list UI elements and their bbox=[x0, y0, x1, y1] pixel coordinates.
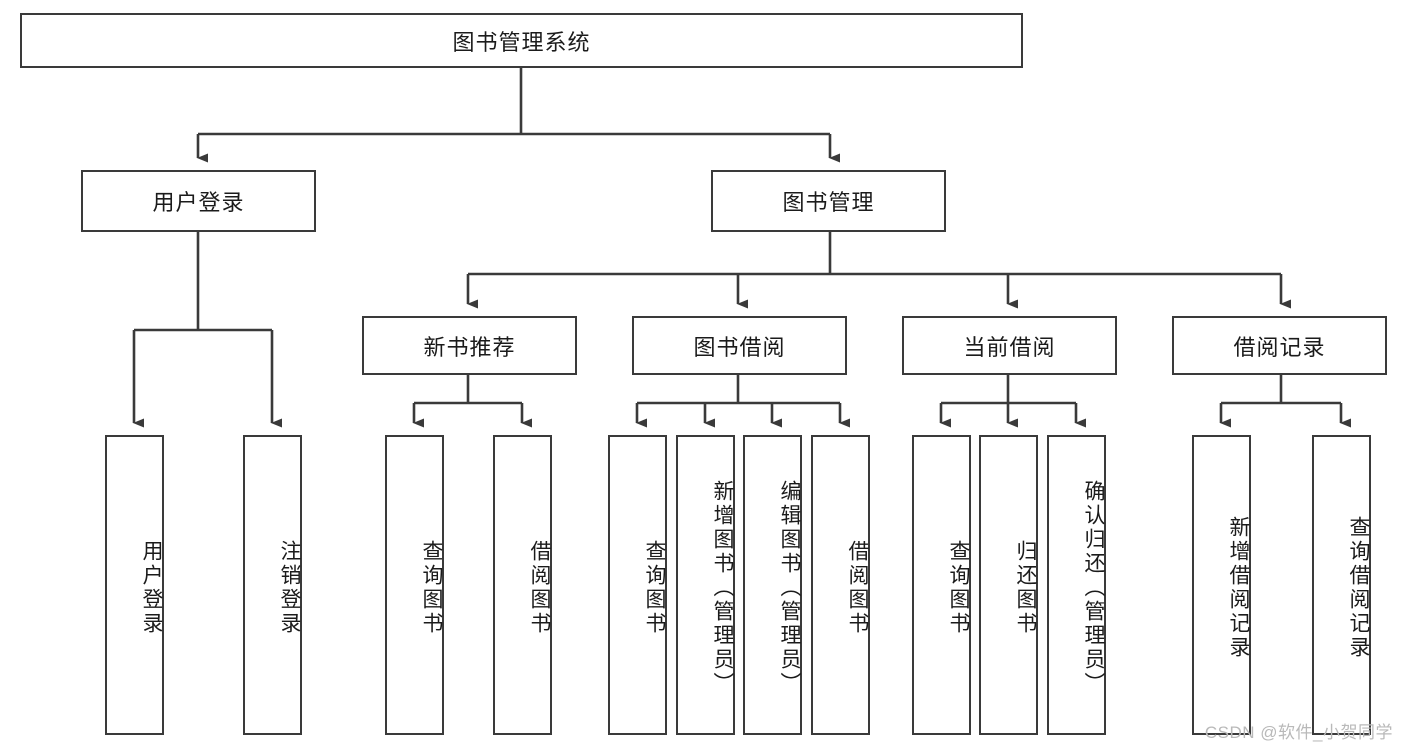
node-book-management[interactable]: 图书管理 bbox=[711, 170, 946, 232]
leaf-query-book-current[interactable]: 查询图书 bbox=[912, 435, 971, 735]
node-label: 图书管理 bbox=[782, 190, 875, 215]
node-label: 查询图书 bbox=[643, 540, 666, 636]
node-label: 用户登录 bbox=[140, 540, 163, 636]
node-root-system[interactable]: 图书管理系统 bbox=[20, 13, 1023, 68]
node-label: 借阅记录 bbox=[1233, 334, 1326, 360]
leaf-return-book[interactable]: 归还图书 bbox=[979, 435, 1038, 735]
leaf-add-borrow-record[interactable]: 新增借阅记录 bbox=[1192, 435, 1251, 735]
leaf-borrow-book[interactable]: 借阅图书 bbox=[811, 435, 870, 735]
node-borrow-record[interactable]: 借阅记录 bbox=[1172, 316, 1387, 375]
leaf-logout[interactable]: 注销登录 bbox=[243, 435, 302, 735]
leaf-query-borrow-record[interactable]: 查询借阅记录 bbox=[1312, 435, 1371, 735]
leaf-add-book-admin[interactable]: 新增图书（管理员） bbox=[676, 435, 735, 735]
node-label: 图书借阅 bbox=[693, 334, 786, 360]
leaf-edit-book-admin[interactable]: 编辑图书（管理员） bbox=[743, 435, 802, 735]
leaf-query-book-recommend[interactable]: 查询图书 bbox=[385, 435, 444, 735]
node-current-borrow[interactable]: 当前借阅 bbox=[902, 316, 1117, 375]
node-label: 新增图书（管理员） bbox=[711, 480, 734, 696]
leaf-confirm-return-admin[interactable]: 确认归还（管理员） bbox=[1047, 435, 1106, 735]
node-label: 编辑图书（管理员） bbox=[778, 480, 801, 696]
node-label: 查询图书 bbox=[947, 540, 970, 636]
leaf-borrow-book-recommend[interactable]: 借阅图书 bbox=[493, 435, 552, 735]
node-label: 归还图书 bbox=[1014, 540, 1037, 636]
node-label: 借阅图书 bbox=[846, 540, 869, 636]
watermark-text: CSDN @软件_小贺同学 bbox=[1204, 723, 1393, 742]
node-label: 新书推荐 bbox=[423, 334, 516, 360]
node-label: 借阅图书 bbox=[528, 540, 551, 636]
node-book-borrow[interactable]: 图书借阅 bbox=[632, 316, 847, 375]
leaf-query-book-borrow[interactable]: 查询图书 bbox=[608, 435, 667, 735]
leaf-user-login[interactable]: 用户登录 bbox=[105, 435, 164, 735]
node-label: 新增借阅记录 bbox=[1227, 516, 1250, 660]
node-label: 图书管理系统 bbox=[452, 29, 591, 55]
node-label: 确认归还（管理员） bbox=[1082, 480, 1105, 696]
node-label: 用户登录 bbox=[152, 190, 245, 215]
node-label: 注销登录 bbox=[278, 540, 301, 636]
node-user-login[interactable]: 用户登录 bbox=[81, 170, 316, 232]
node-label: 查询借阅记录 bbox=[1347, 516, 1370, 660]
node-new-book-recommend[interactable]: 新书推荐 bbox=[362, 316, 577, 375]
node-label: 查询图书 bbox=[420, 540, 443, 636]
node-label: 当前借阅 bbox=[963, 334, 1056, 360]
